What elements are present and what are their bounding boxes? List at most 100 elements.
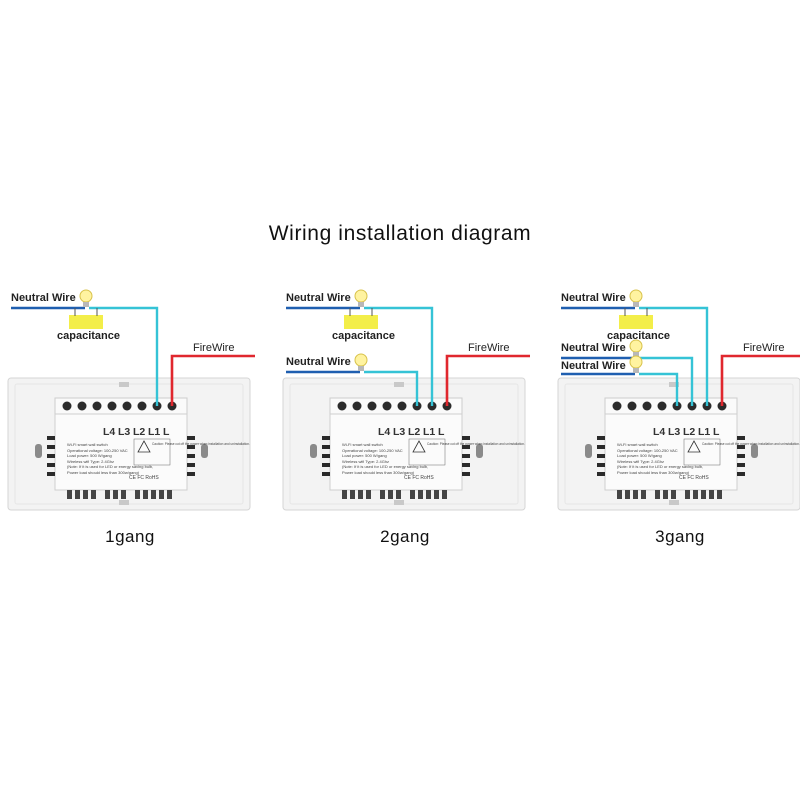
mounting-hole-left <box>35 444 42 458</box>
vent-rib-right <box>737 454 745 458</box>
bottom-vent <box>625 490 630 499</box>
bottom-vent <box>709 490 714 499</box>
capacitor <box>619 315 653 329</box>
device-spec-name: Wi-Fi smart wall switch <box>617 442 658 447</box>
bottom-vent <box>418 490 423 499</box>
terminal-label-l4: L4 <box>653 426 666 438</box>
bottom-vent <box>105 490 110 499</box>
vent-rib-right <box>462 463 470 467</box>
capacitance-label: capacitance <box>57 330 120 342</box>
terminal-label-l3: L3 <box>118 426 131 438</box>
load-wire <box>639 372 679 406</box>
fire-wire <box>720 354 800 406</box>
terminal-label-l2: L2 <box>133 426 146 438</box>
caution-text: Caution: Please cut off the power when i… <box>702 442 800 446</box>
bottom-vent <box>380 490 385 499</box>
vent-rib-right <box>462 445 470 449</box>
device-spec-load: Load power: 500 W/gang <box>617 453 662 459</box>
load-wire <box>364 306 434 406</box>
fire-wire-label: FireWire <box>193 342 235 354</box>
vent-rib-left <box>322 436 330 440</box>
mounting-hole-left <box>310 444 317 458</box>
bottom-clip <box>394 500 404 505</box>
device-spec-wireless: Wireless wifi Type: 2.4Ghz <box>617 458 665 464</box>
vent-rib-right <box>187 472 195 476</box>
bottom-vent <box>121 490 126 499</box>
bottom-vent <box>442 490 447 499</box>
terminal-screw <box>122 401 132 411</box>
vent-rib-left <box>322 445 330 449</box>
load-wire <box>639 306 709 406</box>
lamp-bulb-icon <box>354 289 368 303</box>
device-spec-note: (Note: If it is used for LED or energy s… <box>617 464 704 470</box>
capacitor <box>344 315 378 329</box>
bottom-vent <box>366 490 371 499</box>
device-spec-name: Wi-Fi smart wall switch <box>67 442 108 447</box>
terminal-screw <box>627 401 637 411</box>
gang-label: 2gang <box>380 527 430 546</box>
bottom-vent <box>396 490 401 499</box>
diagram-drawing <box>7 289 255 511</box>
diagram-title: Wiring installation diagram <box>268 222 532 245</box>
terminal-label-l3: L3 <box>668 426 681 438</box>
neutral-wire-label: Neutral Wire <box>286 356 351 368</box>
caution-text: Caution: Please cut off the power when i… <box>427 442 525 446</box>
lamp-base <box>633 302 639 307</box>
warning-icon <box>687 440 701 453</box>
bottom-vent <box>350 490 355 499</box>
bottom-vent <box>685 490 690 499</box>
caution-text: Caution: Please cut off the power when i… <box>152 442 250 446</box>
bottom-vent <box>693 490 698 499</box>
caution-box <box>683 438 721 466</box>
bottom-vent <box>67 490 72 499</box>
terminal-label-l1: L1 <box>423 426 436 438</box>
terminal-screw <box>62 401 72 411</box>
vent-rib-right <box>737 445 745 449</box>
bottom-vent <box>342 490 347 499</box>
lamp-base <box>83 302 89 307</box>
terminal-screw <box>367 401 377 411</box>
mounting-hole-left <box>585 444 592 458</box>
terminal-label-l3: L3 <box>393 426 406 438</box>
caution-box <box>133 438 171 466</box>
bottom-vent <box>701 490 706 499</box>
neutral-wire-label: Neutral Wire <box>561 342 626 354</box>
bottom-vent <box>143 490 148 499</box>
lamp-base <box>358 366 364 371</box>
vent-rib-left <box>47 463 55 467</box>
bottom-vent <box>358 490 363 499</box>
bottom-vent <box>113 490 118 499</box>
terminal-label-l: L <box>438 426 445 438</box>
load-wire <box>639 356 694 406</box>
terminal-label-l: L <box>163 426 170 438</box>
fire-wire-label: FireWire <box>468 342 510 354</box>
terminal-label-l1: L1 <box>148 426 161 438</box>
bottom-vent <box>159 490 164 499</box>
neutral-wire-label: Neutral Wire <box>286 292 351 304</box>
gang-label: 1gang <box>105 527 155 546</box>
vent-rib-right <box>462 436 470 440</box>
neutral-wire-label: Neutral Wire <box>561 360 626 372</box>
terminal-screw <box>77 401 87 411</box>
bottom-vent <box>717 490 722 499</box>
device-spec-voltage: Operational voltage: 100-250 VAC <box>342 447 403 453</box>
device-spec-power: Power load should less than 300w/gang) <box>67 470 140 475</box>
module-body <box>329 413 463 491</box>
lamp-base <box>358 302 364 307</box>
bottom-vent <box>663 490 668 499</box>
terminal-screw <box>397 401 407 411</box>
fire-wire-label: FireWire <box>743 342 785 354</box>
bottom-vent <box>434 490 439 499</box>
terminal-screw <box>382 401 392 411</box>
terminal-screw <box>612 401 622 411</box>
lamp-bulb-icon <box>629 355 643 369</box>
device-spec-power: Power load should less than 300w/gang) <box>342 470 415 475</box>
bottom-vent <box>388 490 393 499</box>
fire-wire <box>445 354 530 406</box>
bottom-vent <box>671 490 676 499</box>
vent-rib-right <box>462 472 470 476</box>
terminal-screw <box>107 401 117 411</box>
vent-rib-left <box>47 445 55 449</box>
device-spec-wireless: Wireless wifi Type: 2.4Ghz <box>342 458 390 464</box>
vent-rib-left <box>597 445 605 449</box>
